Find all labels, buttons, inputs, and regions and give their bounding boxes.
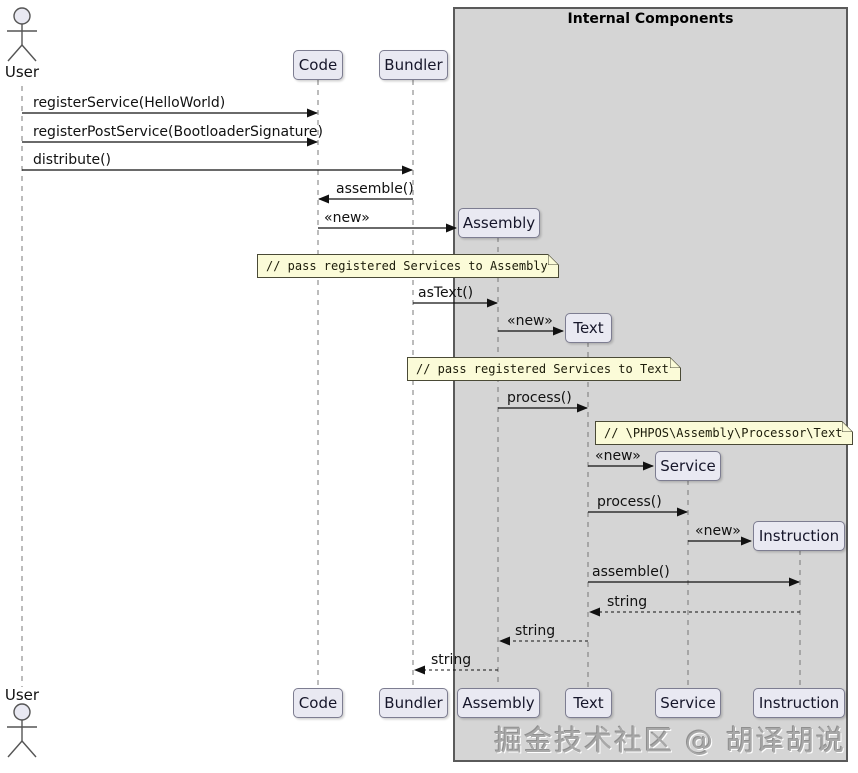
participant-bundler-bottom: Bundler bbox=[379, 688, 448, 718]
message-label: distribute() bbox=[33, 152, 111, 168]
message-label: assemble() bbox=[336, 181, 414, 197]
message-label: assemble() bbox=[592, 564, 670, 580]
note-processor-class: // \PHPOS\Assembly\Processor\Text bbox=[595, 421, 853, 445]
message-label: registerPostService(BootloaderSignature) bbox=[33, 124, 324, 140]
participant-instruction-created: Instruction bbox=[753, 521, 845, 551]
return-arrows bbox=[414, 607, 800, 675]
message-label: string bbox=[515, 623, 556, 639]
note-text: // pass registered Services to Assembly bbox=[258, 255, 558, 277]
participant-service-created: Service bbox=[655, 451, 721, 481]
lifelines bbox=[21, 80, 801, 687]
participant-assembly-bottom: Assembly bbox=[457, 688, 540, 718]
participant-code-bottom: Code bbox=[293, 688, 343, 718]
note-services-to-assembly: // pass registered Services to Assembly bbox=[257, 254, 559, 278]
watermark: 掘金技术社区 @ 胡译胡说 bbox=[494, 724, 846, 757]
participant-text-created: Text bbox=[565, 313, 612, 343]
participant-service-bottom: Service bbox=[655, 688, 721, 718]
message-label: «new» bbox=[695, 523, 741, 539]
message-label: process() bbox=[507, 390, 572, 406]
participant-instruction-bottom: Instruction bbox=[753, 688, 845, 718]
message-label: «new» bbox=[324, 210, 370, 226]
participant-text-bottom: Text bbox=[565, 688, 612, 718]
note-text: // pass registered Services to Text bbox=[408, 358, 680, 380]
message-label: asText() bbox=[418, 285, 474, 301]
actor-figure-bottom bbox=[7, 703, 37, 758]
message-label: registerService(HelloWorld) bbox=[33, 95, 226, 111]
actor-figure-top bbox=[7, 7, 37, 62]
message-label: string bbox=[607, 594, 648, 610]
message-label: process() bbox=[597, 494, 662, 510]
message-label: «new» bbox=[507, 313, 553, 329]
note-fold-icon bbox=[548, 254, 559, 265]
note-services-to-text: // pass registered Services to Text bbox=[407, 357, 681, 381]
frame-title: Internal Components bbox=[567, 11, 734, 27]
message-label: string bbox=[431, 652, 472, 668]
note-fold-icon bbox=[842, 421, 853, 432]
note-fold-icon bbox=[670, 357, 681, 368]
participant-assembly-created: Assembly bbox=[458, 208, 540, 238]
actor-label-bottom: User bbox=[4, 686, 40, 704]
message-label: «new» bbox=[595, 448, 641, 464]
call-arrows bbox=[22, 108, 800, 587]
actor-label-top: User bbox=[4, 63, 40, 81]
participant-bundler-top: Bundler bbox=[379, 50, 448, 80]
note-text: // \PHPOS\Assembly\Processor\Text bbox=[596, 422, 852, 444]
participant-code-top: Code bbox=[293, 50, 343, 80]
internal-components-frame: Internal Components bbox=[453, 7, 848, 762]
